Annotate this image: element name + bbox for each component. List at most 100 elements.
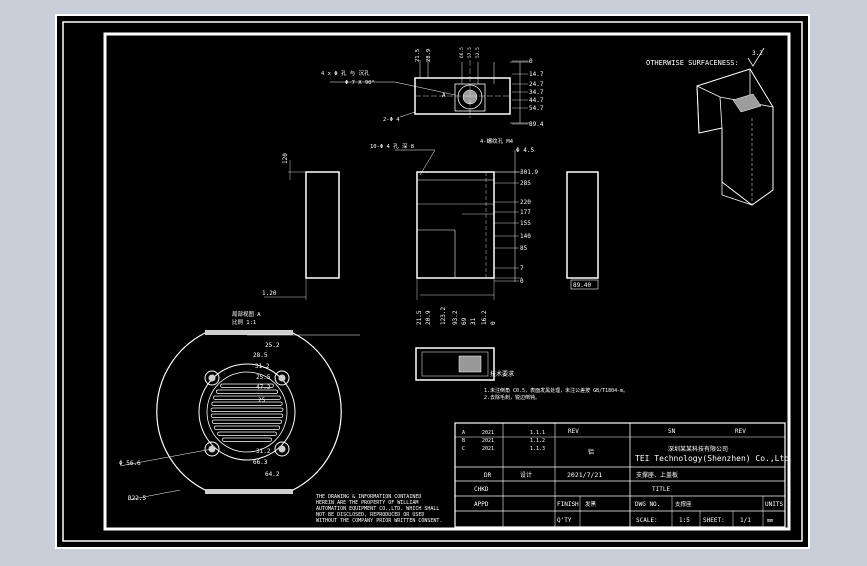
- tech-note-1: 1.未注倒角 C0.5，表面发黑处理，未注公差按 GB/T1804-m。: [484, 387, 628, 394]
- detail-scale: 比例 1:1: [232, 318, 256, 326]
- rev-row-year: 2021: [482, 446, 494, 452]
- sheet-label: SHEET:: [703, 517, 725, 524]
- detail-radius: R22.5: [128, 495, 146, 502]
- chkd-label: CHKD: [474, 486, 489, 493]
- rev-header: REV: [568, 428, 579, 435]
- company-name-en: TEI Technology(Shenzhen) Co.,Ltd: [635, 454, 789, 463]
- front-bottom-dim-label: 20.9: [425, 310, 432, 325]
- detail-dim-label: 25.2: [265, 342, 280, 349]
- front-right-dim-label: 85: [520, 245, 528, 252]
- part-name: 支撑座、上盖板: [636, 471, 678, 479]
- top-right-dim-label: 0: [529, 58, 533, 65]
- front-right-dim-label: 220: [520, 199, 531, 206]
- front-bottom-dim-label: 69: [461, 317, 468, 325]
- detail-dim-label: 47.2: [256, 384, 271, 391]
- copyright-notice: THE DRAWING & INFORMATION CONTAINEDHEREI…: [316, 494, 442, 524]
- detail-dim-label: 31.2: [255, 363, 270, 370]
- rev-row-year: 2021: [482, 438, 494, 444]
- right-view: [566, 171, 599, 290]
- surface-symbol-icon: [747, 47, 765, 67]
- company-name-cn: 深圳某某科技有限公司: [668, 445, 728, 453]
- rev-row-mark: A: [462, 430, 465, 436]
- outer-frame: [55, 14, 810, 549]
- tech-notes-title: 技术要求: [490, 370, 514, 378]
- front-thread-note: 4-螺纹孔 M4: [480, 137, 514, 145]
- copyright-line: HEREIN ARE THE PROPERTY OF WILLIAM: [316, 500, 418, 506]
- sheet-value: 1/1: [740, 517, 751, 524]
- plate-view: [415, 347, 495, 381]
- units-value: mm: [767, 518, 773, 524]
- surface-note: OTHERWISE SURFACENESS:: [646, 59, 739, 67]
- rev-row-code: 1.1.1: [530, 430, 545, 436]
- detail-view: [119, 330, 360, 501]
- left-view: [264, 160, 340, 300]
- bottom-hole-text: 2-Φ 4: [383, 117, 400, 123]
- rev-row-mark: B: [462, 438, 465, 444]
- top-dim-label: 28.9: [426, 49, 432, 62]
- rev-label: REV: [735, 428, 746, 435]
- right-bottom-dim: 89.40: [573, 282, 591, 289]
- title-label: TITLE: [652, 486, 670, 493]
- detail-dim-label: 25.5: [256, 374, 271, 381]
- grille-slot: [217, 431, 277, 436]
- front-right-dim-label: 0: [520, 278, 524, 285]
- drawing-frame: [103, 32, 791, 531]
- appd-label: APPD: [474, 501, 489, 508]
- front-bottom-dim-label: 16.2: [481, 310, 488, 325]
- grille-slot: [213, 395, 281, 400]
- grille-slot: [210, 407, 284, 412]
- finish-label: FINISH: [557, 501, 579, 508]
- front-bottom-dim-label: 21.5: [416, 310, 423, 325]
- front-right-dim-label: 155: [520, 220, 531, 227]
- dwg-value: 支撑座: [675, 500, 692, 508]
- grille-slot: [213, 425, 281, 430]
- isometric-view: [696, 68, 774, 206]
- front-bottom-dim-label: 0: [490, 321, 497, 325]
- top-view: [330, 60, 530, 124]
- grille-slot: [216, 389, 278, 394]
- hole-spec-text: 4 x Φ 孔 与 沉孔: [321, 69, 370, 77]
- detail-dim-label: 64.2: [265, 471, 280, 478]
- front-bottom-dim-label: 31: [470, 317, 477, 325]
- surface-value: 3.2: [752, 50, 763, 57]
- top-dim-small-label: 52.5: [475, 47, 481, 58]
- detail-title: 局部视图 A: [232, 310, 261, 318]
- copyright-line: THE DRAWING & INFORMATION CONTAINED: [316, 494, 421, 500]
- grille-slot: [210, 413, 284, 418]
- top-right-dim-label: 34.7: [529, 89, 544, 96]
- grille-slot: [211, 419, 283, 424]
- units-label: UNITS: [765, 501, 783, 508]
- grille-slot: [211, 401, 283, 406]
- copyright-line: NOT BE DISCLOSED, REPRODUCED OR USED: [316, 512, 424, 518]
- border-frame: [62, 21, 803, 542]
- left-top-dim: 120: [282, 153, 289, 164]
- front-bottom-dim-label: 93.2: [452, 310, 459, 325]
- dwg-label: DWG NO.: [635, 501, 660, 508]
- top-right-dim-label: 54.7: [529, 105, 544, 112]
- detail-dim-label: 31.2: [256, 448, 271, 455]
- detail-slots: [210, 383, 284, 442]
- tech-note-2: 2.去除毛刺，锐边倒钝。: [484, 394, 540, 401]
- detail-dim-label: 66.3: [253, 459, 268, 466]
- rev-row-code: 1.1.3: [530, 446, 545, 452]
- copyright-line: WITHOUT THE COMPANY PRIOR WRITTEN CONSEN…: [316, 518, 442, 524]
- detail-dim-label: 25: [258, 397, 266, 404]
- dr-label: DR: [484, 472, 492, 479]
- grille-slot: [222, 437, 272, 442]
- scale-value: 1:5: [679, 517, 690, 524]
- front-right-dim-label: 7: [520, 265, 524, 272]
- top-dim-small-label: 66.5: [459, 47, 465, 58]
- front-diameter-note: Φ 4.5: [516, 147, 534, 154]
- title-block: [454, 422, 786, 528]
- front-right-dim-label: 177: [520, 209, 531, 216]
- top-right-dim-label: 44.7: [529, 97, 544, 104]
- top-right-dim-label: 14.7: [529, 71, 544, 78]
- top-dim-small-label: 57.5: [467, 47, 473, 58]
- copyright-line: AUTOMATION EQUIPMENT CO.,LTD. WHICH SHAL…: [316, 506, 439, 512]
